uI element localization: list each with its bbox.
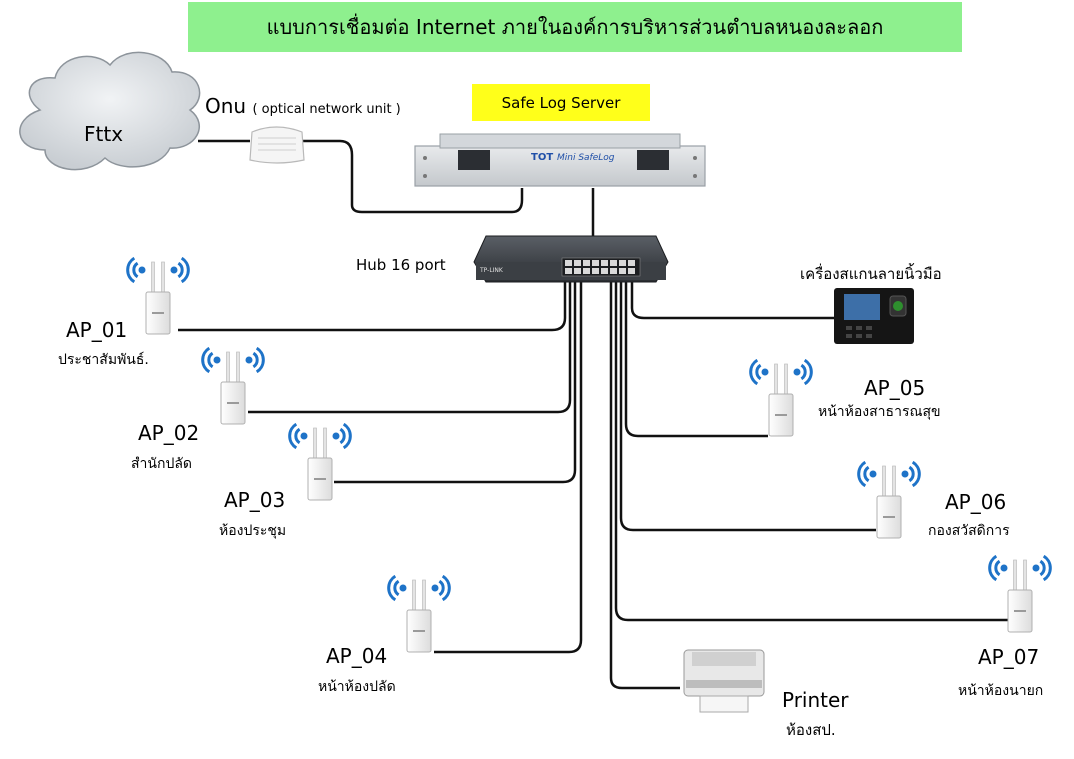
- cloud-label: Fttx: [84, 122, 124, 146]
- antenna: [1023, 559, 1027, 593]
- access-point-logo: [775, 414, 787, 416]
- hub-switch: TP-LINK: [473, 235, 669, 283]
- antenna: [892, 465, 896, 499]
- access-point-03: [288, 422, 352, 501]
- access-point-04: [387, 574, 451, 653]
- printer-location: ห้องสป.: [786, 721, 836, 739]
- wifi-icon: [857, 460, 921, 488]
- fttx-cloud: [19, 51, 201, 171]
- server-brand-text: TOT: [531, 152, 553, 163]
- scanner-label: เครื่องสแกนลายนิ้วมือ: [800, 265, 942, 283]
- access-point-logo: [227, 402, 239, 404]
- server-label: Safe Log Server: [472, 84, 650, 121]
- ap-07-name: AP_07: [978, 645, 1040, 669]
- access-point-06: [857, 460, 921, 539]
- antenna: [422, 579, 426, 613]
- printer-device: [683, 649, 765, 713]
- access-point-07: [988, 554, 1052, 633]
- fingerprint-scanner: [834, 288, 914, 344]
- network-cables: [178, 139, 1008, 690]
- onu-desc: ( optical network unit ): [252, 102, 401, 117]
- ap-06-name: AP_06: [945, 490, 1007, 514]
- antenna: [226, 351, 230, 385]
- wifi-icon: [749, 358, 813, 386]
- access-point-logo: [1014, 610, 1026, 612]
- ap-03-name: AP_03: [224, 488, 286, 512]
- antenna: [1013, 559, 1017, 593]
- wifi-icon: [201, 346, 265, 374]
- antenna: [882, 465, 886, 499]
- diagram-title: แบบการเชื่อมต่อ Internet ภายในองค์การบริ…: [188, 2, 962, 52]
- antenna: [323, 427, 327, 461]
- antenna: [774, 363, 778, 397]
- antenna: [161, 261, 165, 295]
- wifi-icon: [387, 574, 451, 602]
- wifi-icon: [126, 256, 190, 284]
- antenna: [784, 363, 788, 397]
- ap-07-location: หน้าห้องนายก: [958, 683, 1044, 699]
- ap-06-location: กองสวัสดิการ: [928, 523, 1010, 539]
- antenna: [412, 579, 416, 613]
- safelog-server: TOT Mini SafeLog: [414, 133, 706, 187]
- server-model-text: Mini SafeLog: [557, 153, 615, 163]
- onu-device: [249, 126, 305, 164]
- ap-02-name: AP_02: [138, 421, 200, 445]
- wifi-icon: [988, 554, 1052, 582]
- antenna: [236, 351, 240, 385]
- access-point-logo: [314, 478, 326, 480]
- ap-01-name: AP_01: [66, 318, 128, 342]
- onu-label: Onu: [205, 94, 247, 118]
- ap-04-location: หน้าห้องปลัด: [318, 679, 396, 695]
- access-point-logo: [152, 312, 164, 314]
- antenna: [313, 427, 317, 461]
- access-point-01: [126, 256, 190, 335]
- hub-brand-text: TP-LINK: [479, 267, 504, 274]
- ap-04-name: AP_04: [326, 644, 388, 668]
- access-point-logo: [413, 630, 425, 632]
- onu-label-group: Onu ( optical network unit ): [205, 94, 401, 118]
- hub-label: Hub 16 port: [356, 256, 446, 274]
- ap-02-location: สำนักปลัด: [131, 456, 193, 472]
- wifi-icon: [288, 422, 352, 450]
- antenna: [151, 261, 155, 295]
- printer-label: Printer: [782, 688, 849, 712]
- ap-05-location: หน้าห้องสาธารณสุข: [818, 404, 941, 420]
- access-point-logo: [883, 516, 895, 518]
- ap-05-name: AP_05: [864, 376, 926, 400]
- ap-01-location: ประชาสัมพันธ์.: [58, 352, 149, 368]
- access-point-05: [749, 358, 813, 437]
- ap-03-location: ห้องประชุม: [219, 523, 287, 539]
- access-point-02: [201, 346, 265, 425]
